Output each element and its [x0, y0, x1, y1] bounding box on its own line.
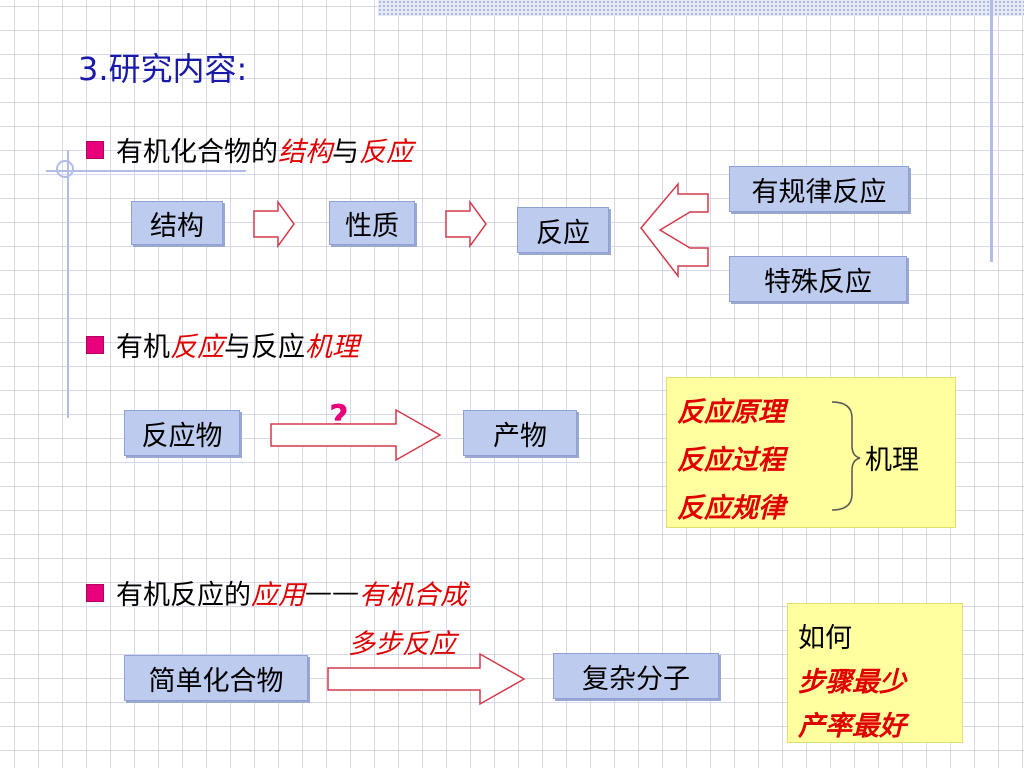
section-3-part-1: 应用 [251, 580, 305, 611]
special-reaction-box: 特殊反应 [729, 256, 907, 302]
mechanism-panel: 反应原理 反应过程 反应规律 机理 [666, 377, 956, 528]
section-2-part-1: 反应 [170, 332, 224, 363]
left-decor-line [67, 150, 69, 418]
section-3-part-2: —— [305, 577, 359, 608]
arrow-right-icon [445, 199, 487, 249]
bullet-square-icon [86, 140, 104, 159]
panel-item-principle: 反应原理 [677, 397, 785, 428]
reactant-box: 反应物 [124, 410, 240, 456]
section-1-part-0: 有机化合物的 [116, 137, 278, 168]
panel-item-process: 反应过程 [677, 445, 785, 476]
panel-how: 如何 [798, 623, 852, 654]
brace-icon [831, 401, 861, 511]
synthesis-panel: 如何 步骤最少 产率最好 [787, 603, 963, 743]
top-decor-band [378, 0, 1024, 16]
section-2-part-0: 有机 [116, 332, 170, 363]
section-2-part-3: 机理 [305, 332, 359, 363]
simple-compound-box: 简单化合物 [124, 655, 308, 701]
section-2-part-2: 与反应 [224, 332, 305, 363]
product-box: 产物 [463, 410, 577, 456]
complex-molecule-box: 复杂分子 [553, 653, 719, 699]
structure-box: 结构 [131, 201, 223, 245]
section-2-heading: 有机反应与反应机理 [86, 325, 359, 364]
bullet-square-icon [86, 583, 104, 602]
section-1-part-2: 与 [332, 137, 359, 168]
bullet-square-icon [86, 335, 104, 354]
property-box: 性质 [329, 201, 415, 245]
right-decor-line [990, 0, 993, 262]
section-3-part-3: 有机合成 [359, 580, 467, 611]
slide-title: 3.研究内容: [78, 50, 248, 88]
panel-best-yield: 产率最好 [798, 711, 906, 742]
section-1-part-3: 反应 [359, 137, 413, 168]
long-arrow-right-icon [270, 408, 442, 462]
section-3-heading: 有机反应的应用——有机合成 [86, 573, 467, 612]
decor-circle [56, 160, 74, 178]
panel-fewest-steps: 步骤最少 [798, 667, 906, 698]
section-1-part-1: 结构 [278, 137, 332, 168]
multistep-label: 多步反应 [348, 629, 456, 660]
left-decor-hline [46, 170, 246, 172]
mechanism-label: 机理 [865, 445, 919, 476]
regular-reaction-box: 有规律反应 [729, 166, 909, 212]
reaction-box: 反应 [517, 207, 609, 253]
section-1-heading: 有机化合物的结构与反应 [86, 130, 413, 169]
arrow-right-icon [253, 199, 295, 249]
panel-item-rule: 反应规律 [677, 493, 785, 524]
split-arrow-icon [640, 181, 709, 279]
section-3-part-0: 有机反应的 [116, 580, 251, 611]
long-arrow-right-icon [327, 652, 526, 706]
